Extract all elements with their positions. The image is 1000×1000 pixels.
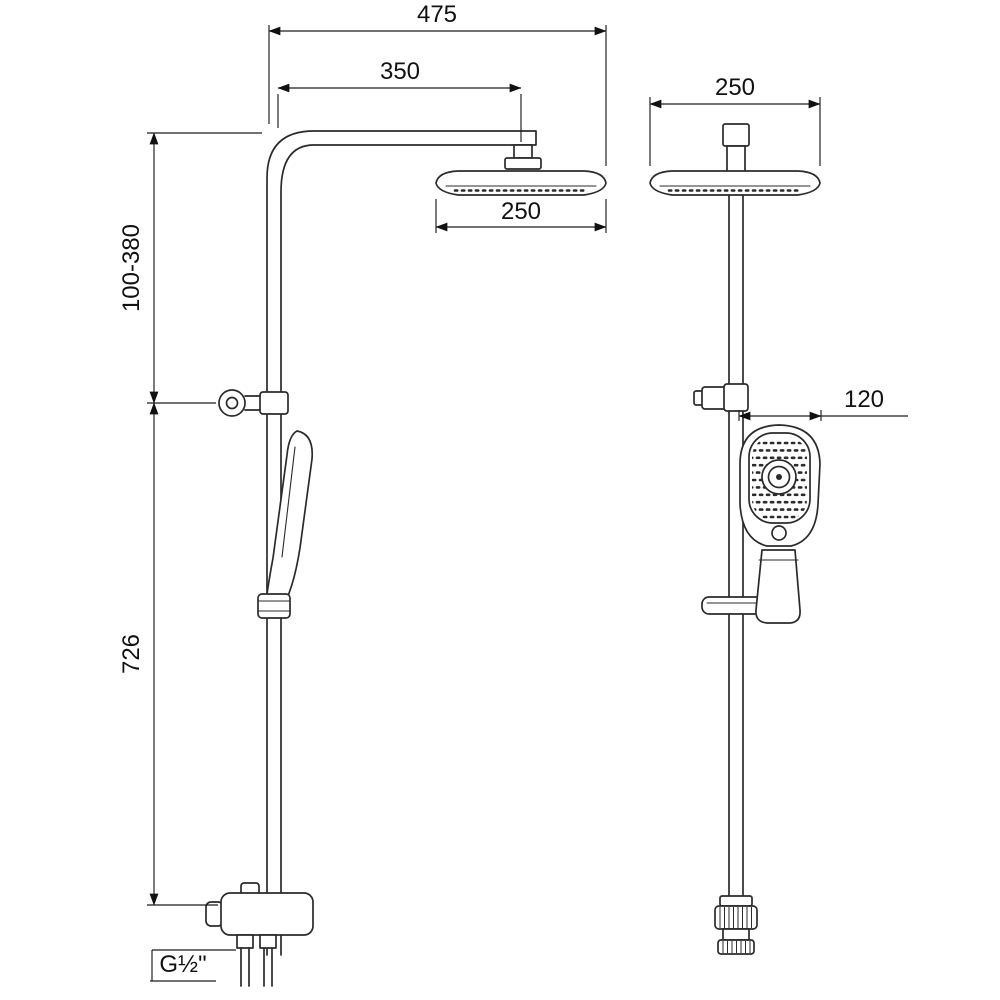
hand-shower-handle <box>755 549 801 624</box>
hand-shower-front <box>265 430 314 615</box>
head-connector-front <box>504 144 542 170</box>
dim-label-column-height: 726 <box>118 634 145 674</box>
dimension-100-380: 100-380 <box>118 132 262 404</box>
dimension-350: 350 <box>277 58 522 142</box>
dimension-250-front: 250 <box>435 198 607 233</box>
dimension-250-side: 250 <box>649 74 821 166</box>
rain-shower-head-side <box>649 170 821 196</box>
wall-bracket-front <box>218 389 289 417</box>
hand-shower-side <box>739 424 821 624</box>
bottom-connector-side <box>714 895 758 955</box>
dim-label-arm-projection: 350 <box>380 58 420 85</box>
dimension-120: 120 <box>738 386 908 421</box>
dim-label-head-width-side: 250 <box>715 74 755 101</box>
dim-label-head-width-front: 250 <box>501 198 541 225</box>
mixer-body-front <box>205 882 314 936</box>
dim-label-height-range: 100-380 <box>118 224 145 312</box>
top-connector-side <box>722 123 750 173</box>
dimension-726: 726 <box>118 402 218 906</box>
inlet-thread-callout: G½" <box>150 949 236 982</box>
dim-label-hand-shower-width: 120 <box>844 386 884 413</box>
front-view: 475 350 250 100-380 726 <box>118 1 607 987</box>
dimension-475: 475 <box>268 1 607 166</box>
side-view: 250 120 <box>649 74 908 955</box>
riser-pipe-and-arm-front <box>266 130 537 956</box>
slider-clamp-front <box>257 593 291 619</box>
dim-label-inlet-thread: G½" <box>159 951 206 978</box>
outlet-connections-front <box>236 934 277 987</box>
dim-label-arm-total: 475 <box>417 1 457 28</box>
slide-bar-bracket-side <box>693 383 749 412</box>
rain-shower-head-front <box>435 170 607 196</box>
riser-pipe-side <box>728 194 744 899</box>
hand-shower-mode-button <box>771 525 787 541</box>
